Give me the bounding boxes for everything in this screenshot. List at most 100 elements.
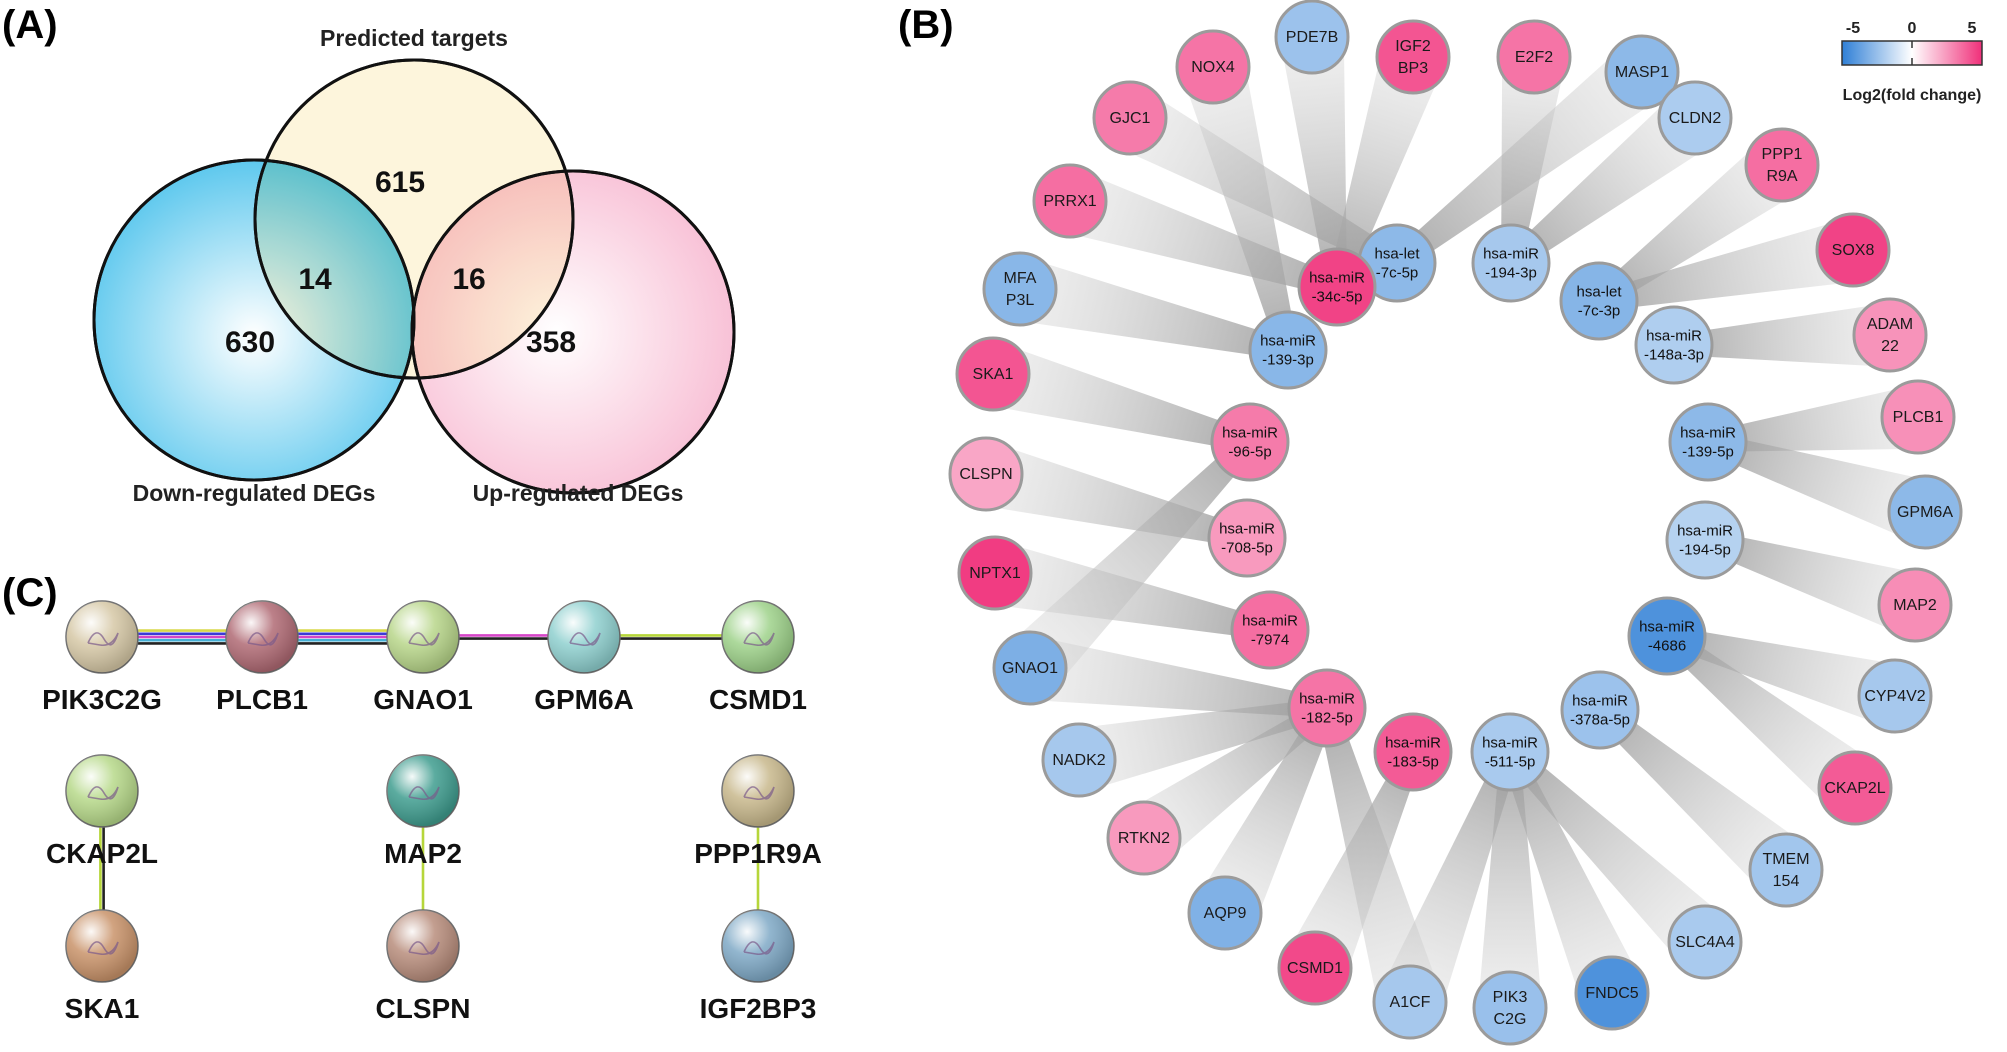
mirna-node[interactable]: hsa-miR-139-5p bbox=[1668, 402, 1748, 482]
gene-node-label: TMEM bbox=[1762, 851, 1809, 868]
ppi-node[interactable]: SKA1 bbox=[65, 909, 140, 1024]
network-edge bbox=[984, 343, 1253, 452]
gene-node-label: PIK3 bbox=[1493, 989, 1528, 1006]
gene-node[interactable]: SKA1 bbox=[955, 336, 1031, 412]
gene-node[interactable]: NOX4 bbox=[1175, 29, 1251, 105]
network-edge bbox=[1478, 752, 1542, 1008]
gene-node-circle bbox=[1277, 930, 1353, 1006]
protein-label: CKAP2L bbox=[46, 838, 158, 869]
gene-node[interactable]: MASP1 bbox=[1604, 34, 1680, 110]
gene-node[interactable]: FNDC5 bbox=[1574, 955, 1650, 1031]
gene-node-label: MFA bbox=[1004, 270, 1037, 287]
ppi-node[interactable]: PLCB1 bbox=[216, 600, 308, 715]
mirna-node[interactable]: hsa-miR-378a-5p bbox=[1560, 670, 1640, 750]
gene-node-circle bbox=[957, 535, 1033, 611]
gene-node-label: BP3 bbox=[1398, 60, 1428, 77]
ppi-node[interactable]: CLSPN bbox=[376, 909, 471, 1024]
gene-node[interactable]: CLSPN bbox=[948, 436, 1024, 512]
mirna-node[interactable]: hsa-let-7c-3p bbox=[1559, 261, 1639, 341]
gene-node-label: AQP9 bbox=[1204, 905, 1247, 922]
gene-node-circle bbox=[1744, 127, 1820, 203]
gene-node[interactable]: GJC1 bbox=[1092, 80, 1168, 156]
gene-node[interactable]: TMEM 154 bbox=[1748, 832, 1824, 908]
protein-label: IGF2BP3 bbox=[700, 993, 817, 1024]
network-edge bbox=[1503, 744, 1728, 965]
mirna-node[interactable]: hsa-miR-194-5p bbox=[1665, 500, 1745, 580]
network-edge bbox=[1702, 530, 1925, 636]
gene-node[interactable]: PIK3C2G bbox=[1472, 970, 1548, 1046]
mirna-node-label: -4686 bbox=[1648, 638, 1686, 655]
protein-structure-icon bbox=[569, 632, 601, 647]
ppi-node[interactable]: CSMD1 bbox=[709, 600, 807, 715]
gene-node[interactable]: SOX8 bbox=[1815, 212, 1891, 288]
network-edge bbox=[1706, 385, 1922, 452]
mirna-node[interactable]: hsa-miR-7974 bbox=[1230, 590, 1310, 670]
mirna-node[interactable]: hsa-let-7c-5p bbox=[1357, 223, 1437, 303]
mirna-node[interactable]: hsa-miR-148a-3p bbox=[1634, 305, 1714, 385]
mirna-node-circle bbox=[1297, 247, 1377, 327]
gene-node[interactable]: PRRX1 bbox=[1032, 163, 1108, 239]
gene-node-label: 154 bbox=[1773, 873, 1800, 890]
gene-node[interactable]: IGF2BP3 bbox=[1375, 19, 1451, 95]
gene-node-label: PRRX1 bbox=[1043, 193, 1096, 210]
gene-node-label: NADK2 bbox=[1052, 752, 1105, 769]
mirna-node[interactable]: hsa-miR-139-3p bbox=[1248, 310, 1328, 390]
mirna-node[interactable]: hsa-miR-511-5p bbox=[1470, 712, 1550, 792]
ppi-node[interactable]: IGF2BP3 bbox=[700, 909, 817, 1024]
mirna-node-label: -139-5p bbox=[1682, 444, 1734, 461]
gene-node-circle bbox=[1372, 964, 1448, 1040]
mirna-node[interactable]: hsa-miR-708-5p bbox=[1207, 498, 1287, 578]
gene-node-label: MAP2 bbox=[1893, 597, 1937, 614]
mirna-node-label: -708-5p bbox=[1221, 540, 1273, 557]
ppi-node[interactable]: CKAP2L bbox=[46, 754, 158, 869]
protein-label: PIK3C2G bbox=[42, 684, 162, 715]
mirna-node[interactable]: hsa-miR-194-3p bbox=[1471, 223, 1551, 303]
ppi-node[interactable]: GPM6A bbox=[534, 600, 634, 715]
gene-node[interactable]: CKAP2L bbox=[1817, 750, 1893, 826]
gene-node-label: RTKN2 bbox=[1118, 830, 1170, 847]
mirna-node[interactable]: hsa-miR-183-5p bbox=[1373, 712, 1453, 792]
venn-panel: (A) Predicted targets Down-regulated DEG… bbox=[2, 3, 736, 506]
gene-node[interactable]: AQP9 bbox=[1187, 875, 1263, 951]
gene-node[interactable]: CSMD1 bbox=[1277, 930, 1353, 1006]
legend-mid: 0 bbox=[1908, 20, 1917, 37]
ppi-node[interactable]: PPP1R9A bbox=[694, 754, 822, 869]
gene-node[interactable]: CYP4V2 bbox=[1857, 658, 1933, 734]
gene-node[interactable]: PPP1R9A bbox=[1744, 127, 1820, 203]
mirna-node-label: hsa-miR bbox=[1646, 328, 1702, 345]
gene-node[interactable]: NPTX1 bbox=[957, 535, 1033, 611]
gene-node[interactable]: CLDN2 bbox=[1657, 80, 1733, 156]
ppi-node[interactable]: MAP2 bbox=[384, 754, 462, 869]
gene-node[interactable]: PDE7B bbox=[1274, 0, 1350, 75]
mirna-node[interactable]: hsa-miR-96-5p bbox=[1210, 402, 1290, 482]
gene-node[interactable]: GPM6A bbox=[1887, 474, 1963, 550]
gene-node[interactable]: GNAO1 bbox=[992, 630, 1068, 706]
gene-node[interactable]: MAP2 bbox=[1877, 567, 1953, 643]
gene-node[interactable]: RTKN2 bbox=[1106, 800, 1182, 876]
gene-node[interactable]: A1CF bbox=[1372, 964, 1448, 1040]
gene-node[interactable]: NADK2 bbox=[1041, 722, 1117, 798]
mirna-node-label: -194-5p bbox=[1679, 542, 1731, 559]
gene-node[interactable]: E2F2 bbox=[1496, 19, 1572, 95]
mirna-node-circle bbox=[1470, 712, 1550, 792]
mirna-node-label: -183-5p bbox=[1387, 754, 1439, 771]
network-edge bbox=[1597, 218, 1860, 311]
gene-node-circle bbox=[1857, 658, 1933, 734]
mirna-node[interactable]: hsa-miR-34c-5p bbox=[1297, 247, 1377, 327]
mirna-node-circle bbox=[1207, 498, 1287, 578]
mirna-node[interactable]: hsa-miR-4686 bbox=[1627, 596, 1707, 676]
protein-label: PLCB1 bbox=[216, 684, 308, 715]
mirna-node-circle bbox=[1668, 402, 1748, 482]
gene-node[interactable]: PLCB1 bbox=[1880, 379, 1956, 455]
network-edge bbox=[1012, 257, 1291, 360]
ppi-node[interactable]: GNAO1 bbox=[373, 600, 473, 715]
panel-a-label: (A) bbox=[2, 3, 58, 47]
gene-node-circle bbox=[992, 630, 1068, 706]
ppi-node[interactable]: PIK3C2G bbox=[42, 600, 162, 715]
gene-node-circle bbox=[1604, 34, 1680, 110]
mirna-node-circle bbox=[1373, 712, 1453, 792]
gene-node[interactable]: SLC4A4 bbox=[1667, 904, 1743, 980]
mirna-node[interactable]: hsa-miR-182-5p bbox=[1287, 668, 1367, 748]
